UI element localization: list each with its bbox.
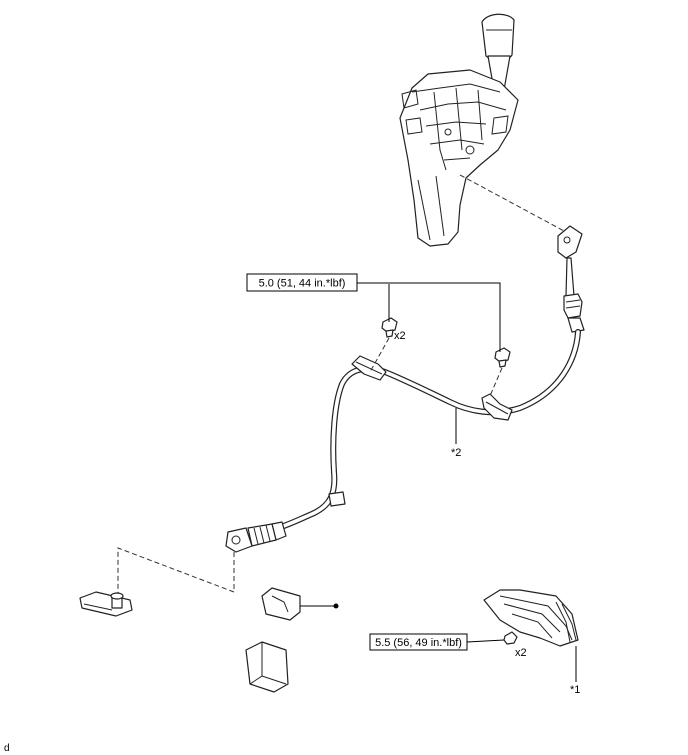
qty-upper-text: x2: [394, 330, 406, 342]
cable-cover: [483, 589, 579, 647]
torque-callout-lower: 5.5 (56, 49 in.*lbf): [369, 633, 468, 651]
cable-end-fitting: [557, 225, 585, 333]
bolt-upper-right: [494, 347, 511, 368]
bolt-upper-left: [381, 317, 398, 338]
torque-upper-text: 5.0 (51, 44 in.*lbf): [259, 278, 346, 290]
corner-code-text: d: [4, 743, 10, 754]
cable-clip: [261, 587, 339, 621]
callout-cover-text: *1: [570, 684, 580, 696]
shift-lever-assembly: [399, 13, 519, 247]
torque-lower-text: 5.5 (56, 49 in.*lbf): [375, 637, 462, 649]
qty-lower-text: x2: [515, 647, 527, 659]
transmission-control-cable: [225, 329, 581, 553]
callout-cable-text: *2: [451, 447, 461, 459]
torque-callout-upper: 5.0 (51, 44 in.*lbf): [246, 273, 358, 292]
transmission-lever-bracket: [79, 591, 133, 617]
bolt-lower: [503, 631, 518, 645]
cable-retainer: [245, 641, 289, 693]
